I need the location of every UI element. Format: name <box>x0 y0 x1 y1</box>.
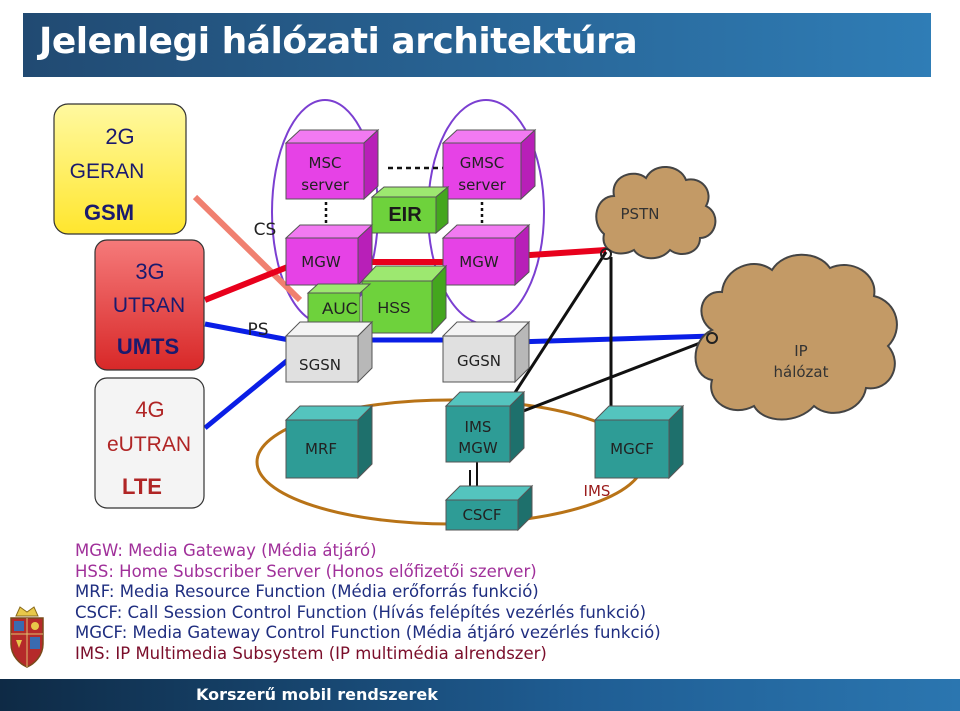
geran-line2: GERAN <box>70 160 145 183</box>
geran-line3: GSM <box>84 200 134 225</box>
eutran-box <box>94 377 205 509</box>
link-imsmgw-pstn <box>503 251 608 409</box>
mrf-box <box>284 404 374 480</box>
ggsn-label: GGSN <box>457 352 501 370</box>
hss-box <box>360 264 448 335</box>
mrf-label: MRF <box>305 440 337 458</box>
link-geran-msc <box>192 194 303 303</box>
pstn-connector <box>600 248 612 260</box>
eir-label: EIR <box>388 204 422 226</box>
utran-line1: 3G <box>135 259 164 284</box>
ip-connector <box>706 332 718 344</box>
ims-mgw-box <box>444 390 526 464</box>
msc-label-1: MSC <box>309 154 342 172</box>
university-crest-icon <box>10 606 44 668</box>
eutran-line3: LTE <box>122 474 162 499</box>
eutran-line2: eUTRAN <box>107 433 191 456</box>
mgw2-label: MGW <box>459 253 499 271</box>
cscf-box <box>444 484 534 532</box>
hss-label: HSS <box>378 300 411 317</box>
ip-label-1: IP <box>794 342 807 360</box>
legend-mrf: MRF: Media Resource Function (Média erőf… <box>75 582 539 602</box>
utran-line2: UTRAN <box>113 294 185 317</box>
link-eutran-sgsn <box>203 348 302 430</box>
mgw1-label: MGW <box>301 253 341 271</box>
mgcf-label: MGCF <box>610 440 654 458</box>
legend-mgcf: MGCF: Media Gateway Control Function (Mé… <box>75 623 661 643</box>
ims-label: IMS <box>584 482 611 500</box>
auc-label: AUC <box>322 299 358 318</box>
geran-line1: 2G <box>105 124 134 149</box>
link-mgw-pstn <box>514 247 607 259</box>
legend-ims: IMS: IP Multimedia Subsystem (IP multimé… <box>75 643 547 663</box>
link-utran-sgsn <box>204 321 301 345</box>
mgw1-box <box>284 223 374 287</box>
geran-box <box>53 103 187 235</box>
utran-line3: UMTS <box>117 334 179 359</box>
link-utran-mgw <box>203 259 302 303</box>
link-ggsn-ip <box>514 333 714 345</box>
pstn-cloud <box>595 166 717 260</box>
eir-box <box>370 185 450 235</box>
pstn-label: PSTN <box>621 205 660 223</box>
utran-box <box>94 239 205 371</box>
ip-cloud <box>694 253 898 421</box>
ps-label: PS <box>247 320 268 340</box>
legend: MGW: Media Gateway (Média átjáró) HSS: H… <box>75 541 661 665</box>
mgw2-box <box>441 223 531 287</box>
legend-mgw: MGW: Media Gateway (Média átjáró) <box>75 541 377 560</box>
footer-bar: Korszerű mobil rendszerek <box>0 679 960 711</box>
ims-mgw-label-2: MGW <box>458 439 498 457</box>
ip-label-2: hálózat <box>774 363 829 381</box>
legend-hss: HSS: Home Subscriber Server (Honos előfi… <box>75 561 537 581</box>
cscf-label: CSCF <box>462 506 501 524</box>
slide-title: Jelenlegi hálózati architektúra <box>39 21 638 62</box>
ims-mgw-label-1: IMS <box>465 418 492 436</box>
title-bar: Jelenlegi hálózati architektúra <box>23 13 931 77</box>
sgsn-label: SGSN <box>299 356 341 374</box>
msc-label-2: server <box>301 176 349 194</box>
footer-title: Korszerű mobil rendszerek <box>196 685 438 704</box>
cs-label: CS <box>254 220 277 240</box>
msc-server-box <box>284 128 380 201</box>
link-imsmgw-ip <box>504 336 714 420</box>
ggsn-box <box>441 320 531 384</box>
gmsc-label-1: GMSC <box>460 154 505 172</box>
auc-box <box>306 283 372 323</box>
gmsc-server-box <box>441 128 537 201</box>
sgsn-box <box>284 320 374 384</box>
legend-cscf: CSCF: Call Session Control Function (Hív… <box>75 602 647 622</box>
eutran-line1: 4G <box>135 397 164 422</box>
gmsc-label-2: server <box>458 176 506 194</box>
mgcf-box <box>593 404 685 480</box>
